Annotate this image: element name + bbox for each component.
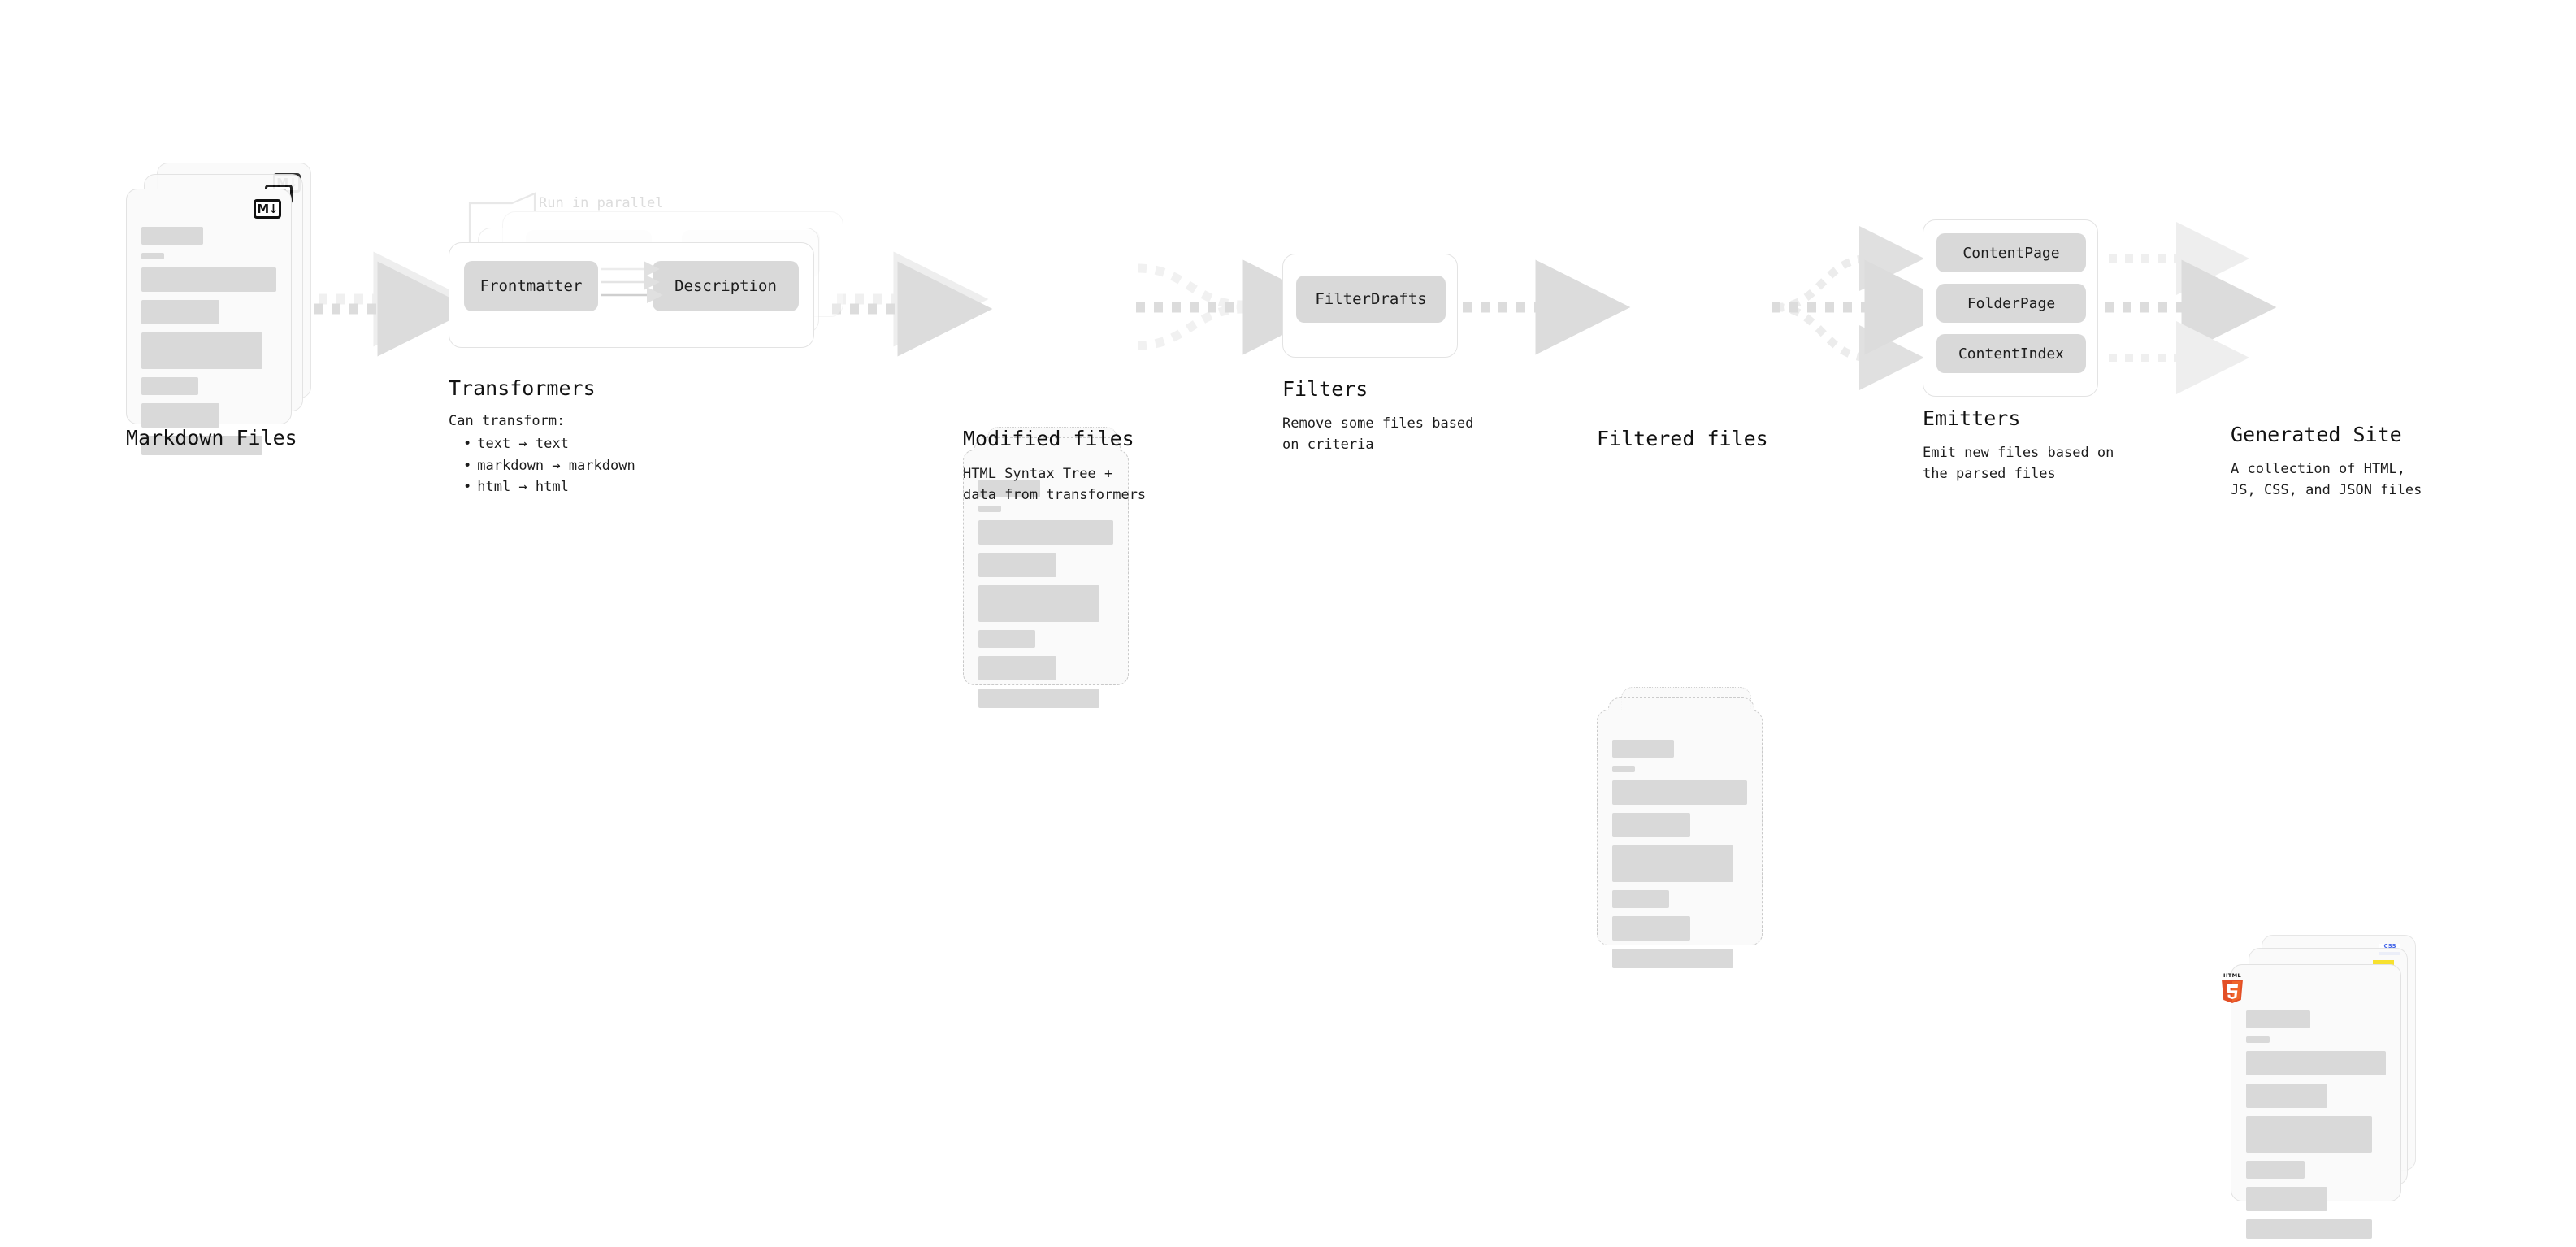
skeleton-bar — [2246, 1036, 2270, 1043]
markdown-card-skeleton — [141, 227, 276, 463]
skeleton-bar — [141, 300, 220, 324]
markdown-badge-icon: M↓ — [254, 199, 281, 219]
connector-markdown-to-transformers — [314, 251, 473, 357]
transformers-bullets-lead: Can transform: — [449, 413, 566, 429]
skeleton-bar — [141, 403, 220, 428]
skeleton-bar — [978, 656, 1057, 680]
markdown-card-front: M↓ — [126, 189, 292, 455]
skeleton-bar — [1612, 890, 1669, 908]
filters-card[interactable]: FilterDrafts — [1282, 254, 1458, 358]
stage-title-filtered-files: Filtered files — [1597, 427, 1768, 450]
transformers-bullet-item: html → html — [463, 476, 635, 497]
stage-caption-generated-site: A collection of HTML, JS, CSS, and JSON … — [2231, 461, 2422, 499]
stage-caption-emitters: Emit new files based on the parsed files — [1923, 445, 2114, 483]
stage-filtered-files — [1597, 687, 1792, 968]
pipeline-diagram: M↓ M↓ M↓ Markdown Files Frontmatter Des — [0, 0, 2576, 681]
stage-title-emitters: Emitters — [1923, 406, 2021, 430]
transformers-bullet-item: markdown → markdown — [463, 455, 635, 476]
stage-title-transformers: Transformers — [449, 376, 596, 400]
skeleton-bar — [2246, 1161, 2305, 1179]
stage-markdown-files: M↓ M↓ M↓ — [126, 163, 321, 455]
emitters-card[interactable]: ContentPage FolderPage ContentIndex — [1923, 219, 2098, 397]
skeleton-bar — [141, 267, 276, 292]
skeleton-bar — [1612, 949, 1734, 968]
transformers-bullet-item: text → text — [463, 433, 635, 454]
skeleton-bar — [1612, 813, 1691, 837]
stage-transformers: Frontmatter Description Frontmatter Desc… — [439, 195, 861, 374]
skeleton-bar — [2246, 1010, 2311, 1028]
site-card-front-html: HTML — [2222, 964, 2401, 1239]
stage-title-filters: Filters — [1282, 377, 1368, 401]
run-in-parallel-note: Run in parallel — [539, 195, 664, 211]
transformer-card-front[interactable]: Frontmatter Description — [449, 242, 814, 348]
transformer-inner-arrows — [601, 261, 663, 303]
stage-filters: FilterDrafts — [1282, 254, 1461, 359]
skeleton-bar — [978, 689, 1100, 708]
skeleton-bar — [141, 332, 263, 369]
skeleton-bar — [978, 553, 1057, 577]
connector-modified-to-filters — [1136, 259, 1338, 355]
skeleton-bar — [141, 436, 263, 455]
skeleton-bar — [2246, 1084, 2327, 1108]
stage-title-markdown-files: Markdown Files — [126, 426, 297, 450]
connector-filtered-to-emitters — [1772, 226, 1960, 390]
emitter-pill-folderpage[interactable]: FolderPage — [1936, 284, 2086, 323]
skeleton-bar — [2246, 1051, 2386, 1075]
skeleton-bar — [1612, 780, 1747, 805]
skeleton-bar — [1612, 845, 1734, 882]
skeleton-bar — [2246, 1219, 2372, 1239]
modified-card-skeleton — [978, 480, 1113, 716]
skeleton-bar — [978, 506, 1002, 512]
emitter-pill-contentindex[interactable]: ContentIndex — [1936, 334, 2086, 373]
skeleton-bar — [1612, 766, 1636, 772]
site-card-skeleton — [2246, 1010, 2386, 1247]
stage-generated-site: CSS HTML — [2222, 935, 2442, 1239]
skeleton-bar — [978, 630, 1035, 648]
transformer-pill-frontmatter[interactable]: Frontmatter — [464, 261, 598, 311]
stage-title-generated-site: Generated Site — [2231, 423, 2402, 446]
transformer-pill-description[interactable]: Description — [653, 261, 799, 311]
skeleton-bar — [1612, 740, 1675, 758]
filter-pill-filterdrafts[interactable]: FilterDrafts — [1296, 276, 1446, 323]
skeleton-bar — [141, 377, 198, 395]
skeleton-bar — [2246, 1187, 2327, 1211]
connector-emitters-to-site — [2105, 222, 2277, 394]
skeleton-bar — [978, 480, 1041, 497]
stage-caption-modified-files: HTML Syntax Tree + data from transformer… — [963, 466, 1147, 504]
html5-badge-icon: HTML — [2220, 972, 2244, 1003]
skeleton-bar — [978, 585, 1100, 622]
skeleton-bar — [141, 253, 165, 259]
stage-caption-filters: Remove some files based on criteria — [1282, 415, 1474, 454]
skeleton-bar — [978, 520, 1113, 545]
filtered-card-skeleton — [1612, 740, 1747, 976]
filtered-card-front — [1597, 710, 1763, 968]
stage-title-modified-files: Modified files — [963, 427, 1134, 450]
skeleton-bar — [1612, 916, 1691, 941]
stage-emitters: ContentPage FolderPage ContentIndex — [1923, 219, 2110, 398]
skeleton-bar — [2246, 1116, 2372, 1153]
emitter-pill-contentpage[interactable]: ContentPage — [1936, 233, 2086, 272]
transformers-bullet-list: Can transform: text → text markdown → ma… — [449, 411, 635, 497]
html5-badge-word: HTML — [2223, 972, 2242, 979]
skeleton-bar — [141, 227, 204, 245]
